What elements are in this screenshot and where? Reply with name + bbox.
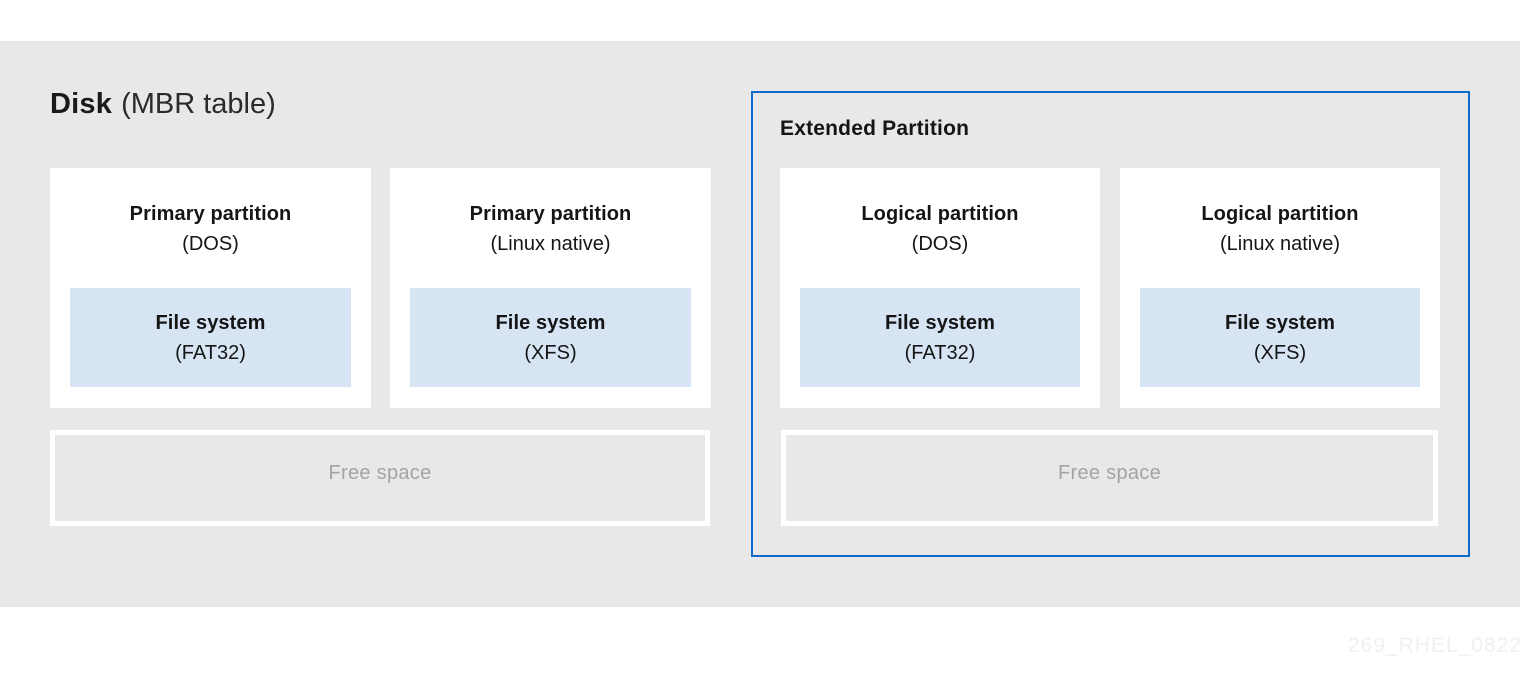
filesystem-box-fat32: File system (FAT32)	[800, 288, 1080, 387]
free-space-box-disk: Free space	[50, 430, 710, 526]
free-space-label: Free space	[328, 461, 432, 484]
partition-name: Primary partition	[469, 203, 632, 225]
free-space-box-extended: Free space	[781, 430, 1438, 526]
partition-name: Logical partition	[861, 203, 1019, 225]
filesystem-type: (FAT32)	[904, 341, 976, 364]
filesystem-label: File system	[884, 311, 996, 334]
extended-partition-container: Extended Partition	[751, 91, 1470, 557]
filesystem-label: File system	[495, 311, 606, 334]
partition-name: Primary partition	[129, 203, 292, 225]
partition-type: (Linux native)	[490, 233, 611, 255]
figure-id-watermark: 269_RHEL_0822	[1347, 634, 1520, 657]
filesystem-label: File system	[155, 311, 266, 334]
disk-title: Disk(MBR table)	[50, 87, 276, 121]
filesystem-label: File system	[1224, 311, 1336, 334]
partition-type: (DOS)	[182, 233, 239, 255]
partition-name: Logical partition	[1201, 203, 1359, 225]
partition-heading: Primary partition (DOS)	[50, 168, 371, 259]
filesystem-box-fat32: File system (FAT32)	[70, 288, 351, 387]
extended-partition-label: Extended Partition	[780, 117, 970, 140]
partition-heading: Logical partition (Linux native)	[1120, 168, 1440, 259]
partition-type: (Linux native)	[1219, 233, 1341, 255]
free-space-label: Free space	[1057, 461, 1162, 484]
disk-title-annotation: (MBR table)	[121, 88, 276, 120]
partition-heading: Primary partition (Linux native)	[390, 168, 711, 259]
partition-type: (DOS)	[911, 233, 969, 255]
filesystem-type: (XFS)	[1253, 341, 1307, 364]
disk-title-word: Disk	[50, 88, 113, 120]
filesystem-type: (FAT32)	[175, 341, 246, 364]
partition-card-primary-dos: Primary partition (DOS) File system (FAT…	[50, 168, 371, 408]
filesystem-box-xfs: File system (XFS)	[1140, 288, 1420, 387]
partition-card-logical-dos: Logical partition (DOS) File system (FAT…	[780, 168, 1100, 408]
filesystem-box-xfs: File system (XFS)	[410, 288, 691, 387]
partition-heading: Logical partition (DOS)	[780, 168, 1100, 259]
filesystem-type: (XFS)	[524, 341, 577, 364]
partition-card-logical-linux: Logical partition (Linux native) File sy…	[1120, 168, 1440, 408]
partition-card-primary-linux: Primary partition (Linux native) File sy…	[390, 168, 711, 408]
